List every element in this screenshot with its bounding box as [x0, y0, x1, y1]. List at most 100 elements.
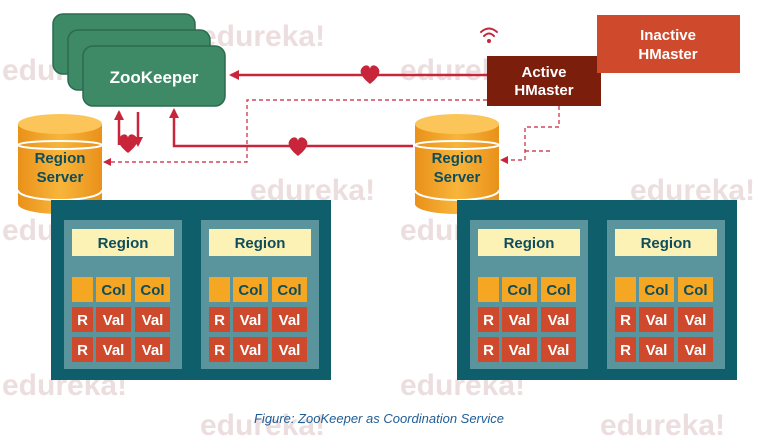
row-key-cell: R [620, 312, 631, 329]
value-cell-bg [96, 307, 131, 332]
connector-lines [103, 70, 560, 166]
col-header-cell-bg [639, 277, 674, 302]
row-key-cell-bg [478, 307, 499, 332]
region-server-1-line1: Region [35, 150, 86, 167]
row-key-cell: R [214, 342, 225, 359]
header-corner-cell-bg [72, 277, 93, 302]
col-header-cell-bg [541, 277, 576, 302]
row-key-cell: R [483, 342, 494, 359]
col-header-cell-bg [678, 277, 713, 302]
value-cell-bg [96, 337, 131, 362]
col-header-cell: Col [644, 282, 668, 299]
region-server-2: Region Server [414, 114, 500, 214]
value-cell: Val [685, 342, 707, 359]
region-server-2-line2: Server [434, 169, 481, 186]
inactive-hmaster: Inactive HMaster [597, 15, 740, 73]
header-corner-cell-bg [209, 277, 230, 302]
value-cell-bg [502, 307, 537, 332]
zookeeper-label: ZooKeeper [110, 68, 199, 87]
region-title: Region [641, 235, 692, 252]
header-corner-cell-bg [478, 277, 499, 302]
value-cell-bg [233, 337, 268, 362]
figure-caption: Figure: ZooKeeper as Coordination Servic… [254, 411, 504, 426]
value-cell: Val [279, 342, 301, 359]
value-cell: Val [240, 342, 262, 359]
value-cell-bg [639, 307, 674, 332]
value-cell-bg [541, 307, 576, 332]
heartbeat-arrow-region-server-2 [169, 108, 413, 148]
value-cell: Val [509, 312, 531, 329]
value-cell: Val [103, 312, 125, 329]
col-header-cell: Col [683, 282, 707, 299]
value-cell-bg [678, 337, 713, 362]
dashed-link-hmaster-to-region-server-2 [500, 106, 560, 164]
value-cell-bg [135, 307, 170, 332]
header-corner-cell-bg [615, 277, 636, 302]
value-cell: Val [103, 342, 125, 359]
dashed-link-hmaster-to-region-server-1 [103, 99, 487, 166]
value-cell-bg [502, 337, 537, 362]
value-cell: Val [509, 342, 531, 359]
col-header-cell-bg [96, 277, 131, 302]
value-cell: Val [685, 312, 707, 329]
row-key-cell-bg [209, 337, 230, 362]
inactive-hmaster-line2: HMaster [638, 46, 697, 63]
heartbeat-icons [118, 65, 380, 156]
value-cell-bg [678, 307, 713, 332]
value-cell: Val [279, 312, 301, 329]
region-server-2-line1: Region [432, 150, 483, 167]
region-title: Region [504, 235, 555, 252]
col-header-cell: Col [507, 282, 531, 299]
col-header-cell: Col [140, 282, 164, 299]
col-header-cell: Col [277, 282, 301, 299]
value-cell: Val [142, 342, 164, 359]
value-cell: Val [240, 312, 262, 329]
value-cell-bg [233, 307, 268, 332]
row-key-cell-bg [615, 307, 636, 332]
zookeeper-node: ZooKeeper [52, 13, 226, 107]
value-cell: Val [646, 342, 668, 359]
row-key-cell: R [620, 342, 631, 359]
heart-icon [288, 137, 308, 156]
active-hmaster: Active HMaster [487, 56, 601, 106]
row-key-cell: R [77, 312, 88, 329]
active-hmaster-line1: Active [521, 64, 566, 81]
value-cell: Val [548, 342, 570, 359]
heart-icon [360, 65, 380, 84]
region-server-1-line2: Server [37, 169, 84, 186]
row-key-cell-bg [478, 337, 499, 362]
region-title: Region [235, 235, 286, 252]
col-header-cell: Col [238, 282, 262, 299]
col-header-cell-bg [135, 277, 170, 302]
col-header-cell: Col [546, 282, 570, 299]
row-key-cell: R [483, 312, 494, 329]
value-cell: Val [548, 312, 570, 329]
value-cell-bg [135, 337, 170, 362]
value-cell-bg [541, 337, 576, 362]
wifi-signal-icon [480, 27, 498, 43]
inactive-hmaster-line1: Inactive [640, 27, 696, 44]
heart-icon [118, 134, 138, 153]
col-header-cell-bg [502, 277, 537, 302]
col-header-cell-bg [272, 277, 307, 302]
col-header-cell-bg [233, 277, 268, 302]
value-cell-bg [272, 337, 307, 362]
row-key-cell-bg [72, 307, 93, 332]
col-header-cell: Col [101, 282, 125, 299]
value-cell: Val [646, 312, 668, 329]
row-key-cell: R [77, 342, 88, 359]
value-cell-bg [639, 337, 674, 362]
row-key-cell-bg [615, 337, 636, 362]
value-cell-bg [272, 307, 307, 332]
row-key-cell-bg [72, 337, 93, 362]
row-key-cell: R [214, 312, 225, 329]
watermark-text: edureka! [600, 409, 725, 441]
row-key-cell-bg [209, 307, 230, 332]
region-title: Region [98, 235, 149, 252]
